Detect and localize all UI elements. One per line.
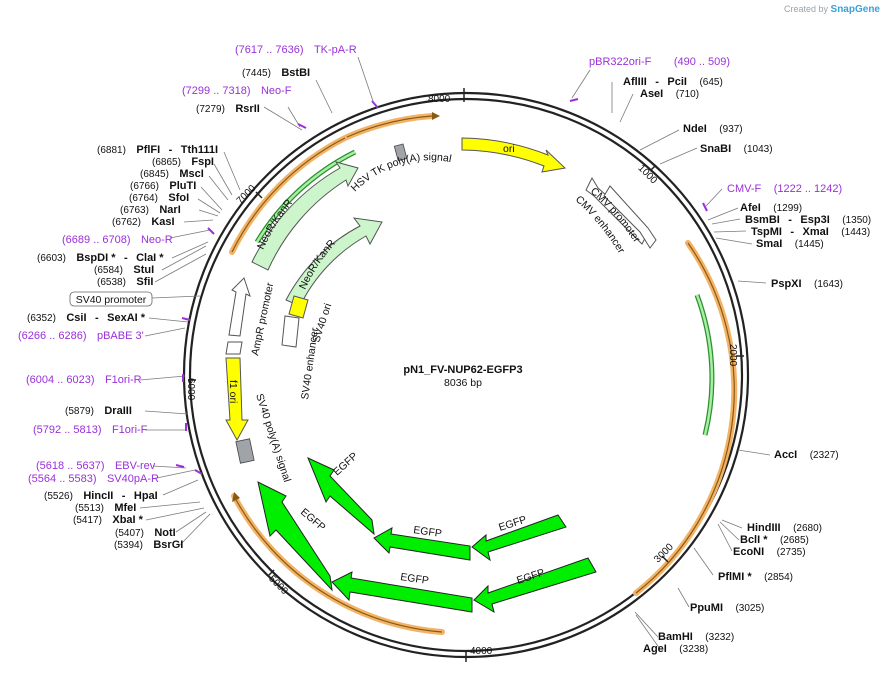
- tick-2000: 2000: [727, 344, 738, 367]
- label-hindiii: HindIII (2680): [747, 518, 822, 535]
- label-pbabe: (6266 .. 6286) pBABE 3': [18, 326, 144, 343]
- egfp-arrow-1: [471, 514, 567, 562]
- snapgene-brand: SnapGene: [830, 4, 880, 15]
- label-bcli: BclI * (2685): [740, 530, 809, 547]
- label-tk-pa-r: (7617 .. 7636) TK-pA-R: [235, 40, 357, 57]
- egfp-arrow-6: [257, 481, 333, 592]
- label-neo-f: (7299 .. 7318) Neo-F: [182, 81, 292, 98]
- label-ebv-rev: (5618 .. 5637) EBV-rev: [36, 456, 156, 473]
- label-bspdi: (6603) BspDI * - ClaI *: [37, 248, 164, 265]
- feature-neokan-outer: NeoR/KanR: [251, 161, 359, 271]
- leader-lines: [139, 56, 771, 650]
- egfp-arrow-5: [307, 457, 375, 536]
- orf-inner-arcs: [231, 115, 735, 633]
- primer-marks: [175, 98, 708, 475]
- sv40-promoter-label: SV40 promoter: [76, 294, 147, 306]
- label-sv40pa-r: (5564 .. 5583) SV40pA-R: [28, 469, 159, 486]
- label-bstbi: (7445) BstBI: [242, 63, 310, 80]
- sv40-polya-label: SV40 poly(A) signal: [253, 392, 293, 483]
- label-cmv-f: CMV-F (1222 .. 1242): [727, 179, 842, 196]
- snapgene-credit: Created by SnapGene: [784, 4, 880, 15]
- sv40-promoter-box: SV40 promoter: [69, 291, 153, 307]
- neokan-label-2: NeoR/KanR: [297, 237, 338, 291]
- ori-label: ori: [503, 143, 515, 155]
- feature-sv40-polya: SV40 poly(A) signal: [235, 392, 293, 484]
- label-pbr322ori-f: pBR322ori-F (490 .. 509): [589, 52, 730, 69]
- label-snabi: SnaBI (1043): [700, 139, 773, 156]
- label-afei: AfeI (1299): [740, 198, 802, 215]
- label-f1ori-f: (5792 .. 5813) F1ori-F: [33, 420, 148, 437]
- label-sfoi: (6764) SfoI: [129, 188, 189, 205]
- egfp-label-4: EGFP: [400, 571, 430, 587]
- label-neo-r: (6689 .. 6708) Neo-R: [62, 230, 173, 247]
- orf-egfp-arc: [633, 240, 738, 596]
- label-hincii: (5526) HincII - HpaI: [44, 486, 158, 503]
- feature-hsv-tk-polya: HSV TK poly(A) signal: [349, 143, 453, 194]
- egfp-arrow-3: [373, 527, 471, 561]
- egfp-arrow-4: [331, 571, 473, 613]
- label-fspi: (6865) FspI: [152, 152, 214, 169]
- egfp-label-5: EGFP: [331, 450, 360, 478]
- label-nari: (6763) NarI: [120, 200, 181, 217]
- label-f1ori-r: (6004 .. 6023) F1ori-R: [26, 370, 142, 387]
- label-mfei: (5513) MfeI: [75, 498, 136, 515]
- egfp-arrows: [257, 457, 597, 614]
- ampr-promoter-label: AmpR promoter: [249, 281, 276, 356]
- label-ppumi: PpuMI (3025): [690, 598, 764, 615]
- egfp-arrow-2: [473, 557, 597, 614]
- label-econi: EcoNI (2735): [733, 542, 806, 559]
- tick-8000: 8000: [428, 94, 451, 105]
- label-afliii: AflIII - PciI (645): [623, 72, 723, 89]
- label-bamhi: BamHI (3232): [658, 627, 734, 644]
- plasmid-length: 8036 bp: [444, 377, 482, 389]
- feature-sv40-ori: SV40 ori SV40 enhancer: [281, 295, 334, 401]
- egfp-label-6: EGFP: [298, 506, 328, 534]
- feature-neokan-inner: NeoR/KanR: [285, 217, 383, 307]
- label-sfii: (6538) SfiI: [97, 272, 153, 289]
- label-ndei: NdeI (937): [683, 119, 743, 136]
- scale-ticks: [188, 88, 744, 662]
- label-agei: AgeI (3238): [643, 639, 708, 656]
- label-acci: AccI (2327): [774, 445, 839, 462]
- f1-ori-label: f1 ori: [227, 380, 239, 403]
- hsv-tk-label: HSV TK poly(A) signal: [349, 151, 453, 194]
- label-bsrgi: (5394) BsrGI: [114, 535, 183, 552]
- feature-f1-ori: f1 ori: [225, 357, 249, 442]
- label-pspxi: PspXI (1643): [771, 274, 843, 291]
- label-bsmbi: BsmBI - Esp3I (1350): [745, 210, 871, 227]
- tick-6000: 6000: [185, 378, 196, 401]
- label-csii: (6352) CsiI - SexAI *: [27, 308, 146, 325]
- tick-4000: 4000: [470, 646, 493, 657]
- feature-ori: ori: [461, 137, 567, 173]
- egfp-label-3: EGFP: [413, 524, 443, 540]
- label-stui: (6584) StuI: [94, 260, 154, 277]
- label-pluti: (6766) PluTI: [130, 176, 196, 193]
- label-noti: (5407) NotI: [115, 523, 176, 540]
- orf-arrowheads: [232, 112, 440, 502]
- left-labels: (7617 .. 7636) TK-pA-R (7445) BstBI (729…: [18, 40, 357, 552]
- credit-prefix: Created by: [783, 4, 829, 14]
- right-labels: pBR322ori-F (490 .. 509) AflIII - PciI (…: [589, 52, 871, 656]
- feature-ampr-promoter: AmpR promoter: [225, 277, 276, 357]
- label-msci: (6845) MscI: [140, 164, 204, 181]
- label-smai: SmaI (1445): [756, 234, 824, 251]
- label-kasi: (6762) KasI: [112, 212, 175, 229]
- label-xbai: (5417) XbaI *: [73, 510, 144, 527]
- label-pflfi: (6881) PflFI - Tth111I: [97, 140, 218, 157]
- sv40-enhancer-label: SV40 enhancer: [299, 327, 321, 401]
- feature-cmv-enhancer: CMV enhancer CMV promoter: [573, 176, 657, 256]
- label-tspmi: TspMI - XmaI (1443): [751, 222, 870, 239]
- label-asei: AseI (710): [640, 84, 699, 101]
- label-rsrii: (7279) RsrII: [196, 99, 260, 116]
- plasmid-name: pN1_FV-NUP62-EGFP3: [403, 364, 522, 376]
- label-draiii: (5879) DraIII: [65, 401, 132, 418]
- label-pflmi: PflMI * (2854): [718, 567, 793, 584]
